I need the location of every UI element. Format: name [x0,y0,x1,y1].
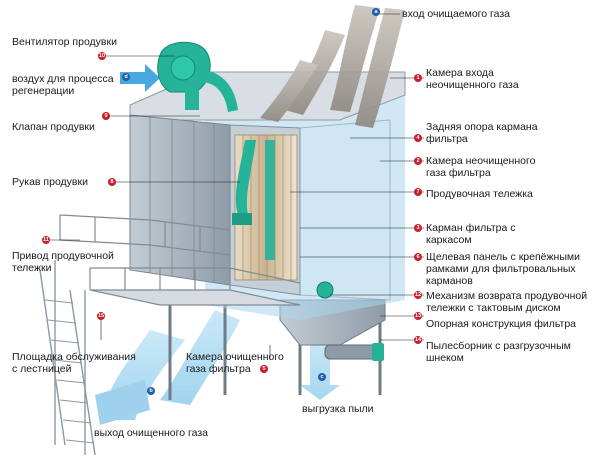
marker-8: 8 [108,178,116,186]
blow-sleeve [232,140,256,225]
label-dust-screw: Пылесборник с разгрузочным шнеком [426,340,571,364]
label-inlet-gas: вход очищаемого газа [402,8,511,20]
svg-text:a: a [374,9,378,15]
svg-text:9: 9 [104,113,107,119]
marker-b: b [147,387,155,395]
marker-10: 10 [98,52,106,60]
svg-text:c: c [320,374,323,380]
svg-text:11: 11 [43,237,49,243]
marker-11: 11 [42,236,50,244]
label-slot-panel: Щелевая панель с крепёжными рамками для … [426,251,580,287]
svg-text:d: d [124,74,127,80]
label-dirty-chamber: Камера неочищенного газа фильтра [426,155,536,179]
label-sleeve: Рукав продувки [12,176,88,188]
svg-text:6: 6 [416,254,419,260]
markers: a 10 d 9 8 11 15 b 5 c 1 4 2 7 3 6 12 13… [42,8,422,395]
marker-9: 9 [102,112,110,120]
label-cart: Продувочная тележка [426,188,533,200]
marker-12: 12 [414,291,422,299]
svg-text:5: 5 [262,366,265,372]
marker-13: 13 [414,312,422,320]
marker-a: a [372,8,380,16]
label-drive: Привод продувочной тележки [12,250,114,274]
marker-3: 3 [414,224,422,232]
svg-text:b: b [149,388,153,394]
marker-1: 1 [414,74,422,82]
svg-text:10: 10 [99,53,105,59]
blower-fan [157,41,238,112]
label-dust: выгрузка пыли [302,403,374,415]
inlet-gas-flow [260,5,405,128]
marker-d: d [122,73,130,81]
svg-text:1: 1 [416,75,419,81]
regen-air-arrow [120,64,160,92]
label-inlet-chamber: Камера входа неочищенного газа [426,67,519,91]
ladder [39,260,96,456]
svg-text:7: 7 [416,189,419,195]
marker-14: 14 [414,336,422,344]
label-regen-air: воздух для процесса регенерации [12,73,114,97]
label-blower: Вентилятор продувки [12,36,117,48]
svg-text:15: 15 [98,313,104,319]
label-platform: Площадка обслуживания с лестницей [12,351,136,375]
label-support-frame: Опорная конструкция фильтра [426,318,576,330]
marker-6: 6 [414,253,422,261]
svg-text:3: 3 [416,225,419,231]
label-pocket: Карман фильтра с каркасом [426,222,516,246]
svg-text:12: 12 [415,292,421,298]
marker-c: c [318,373,326,381]
marker-4: 4 [414,134,422,142]
marker-15: 15 [97,312,105,320]
label-outlet-gas: выход очищенного газа [94,427,208,439]
svg-text:8: 8 [110,179,113,185]
label-clean-chamber: Камера очищенного газа фильтра [186,351,284,375]
marker-7: 7 [414,188,422,196]
svg-text:2: 2 [416,158,419,164]
outlet-gas-flow [95,310,240,425]
platform [59,214,301,306]
label-valve: Клапан продувки [12,121,95,133]
label-rear-support: Задняя опора кармана фильтра [426,121,538,145]
label-return-mech: Механизм возврата продувочной тележки с … [426,290,588,314]
marker-5: 5 [260,365,268,373]
svg-text:13: 13 [415,313,421,319]
svg-text:14: 14 [415,337,422,343]
svg-text:4: 4 [416,135,420,141]
marker-2: 2 [414,157,422,165]
leader-lines [50,13,424,360]
